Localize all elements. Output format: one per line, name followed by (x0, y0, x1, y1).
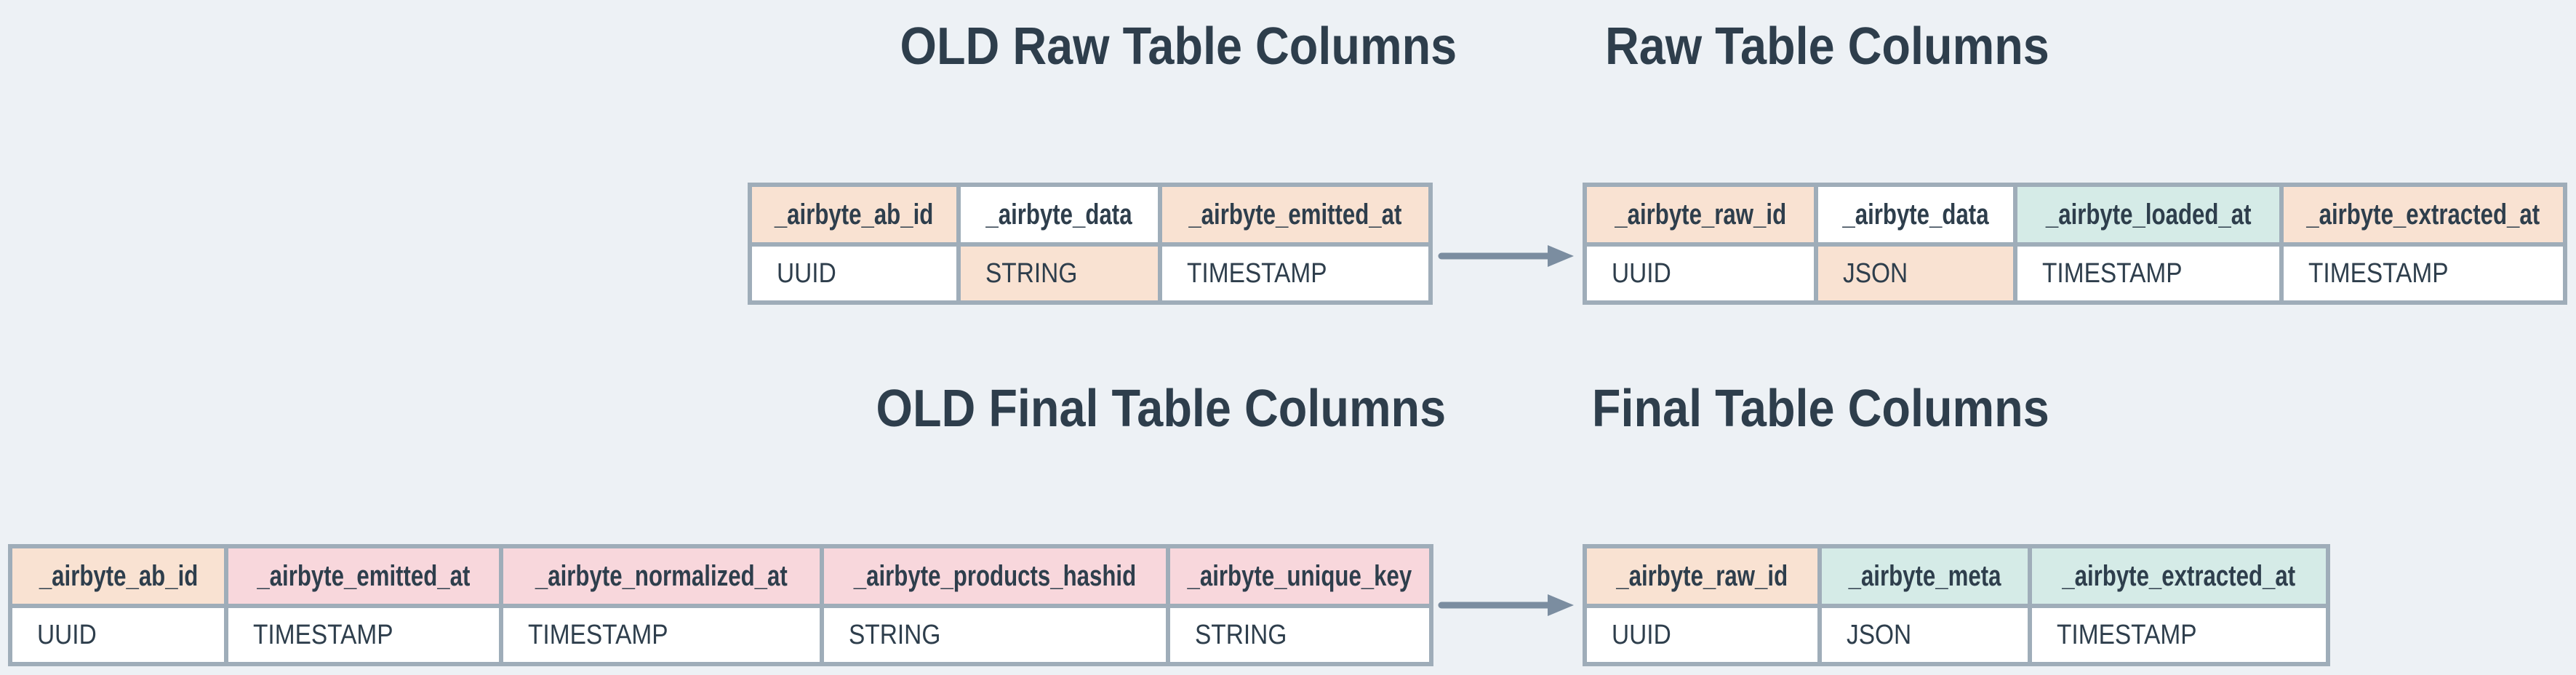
old-final-table-title-text: OLD Final Table Columns (876, 380, 1446, 438)
column-type-cell: TIMESTAMP (2283, 247, 2563, 300)
old-raw-table: _airbyte_ab_id _airbyte_data _airbyte_em… (748, 183, 1433, 305)
column-type: JSON (1847, 619, 1912, 650)
raw-table-title-text: Raw Table Columns (1604, 17, 2049, 76)
column-header-cell: _airbyte_unique_key (1170, 548, 1429, 604)
column-type: TIMESTAMP (527, 619, 668, 650)
column-name: _airbyte_ab_id (774, 198, 934, 231)
column-name: _airbyte_normalized_at (535, 559, 788, 592)
column-name: _airbyte_products_hashid (854, 559, 1137, 592)
column-type: TIMESTAMP (253, 619, 393, 650)
column-header-cell: _airbyte_emitted_at (1162, 187, 1428, 242)
column-type: STRING (985, 257, 1077, 289)
old-final-table: _airbyte_ab_id _airbyte_emitted_at _airb… (8, 544, 1433, 666)
column-type: TIMESTAMP (2056, 619, 2197, 650)
column-name: _airbyte_raw_id (1615, 198, 1787, 231)
column-type-cell: JSON (1818, 247, 2014, 300)
column-header-cell: _airbyte_raw_id (1587, 548, 1818, 604)
column-type-cell: TIMESTAMP (2017, 247, 2279, 300)
column-type-cell: TIMESTAMP (503, 608, 820, 662)
column-header-cell: _airbyte_data (960, 187, 1159, 242)
column-type-cell: TIMESTAMP (2031, 608, 2326, 662)
raw-table: _airbyte_raw_id _airbyte_data _airbyte_l… (1583, 183, 2567, 305)
column-name: _airbyte_extracted_at (2306, 198, 2540, 231)
column-header-cell: _airbyte_raw_id (1587, 187, 1815, 242)
column-name: _airbyte_data (985, 198, 1132, 231)
column-type: STRING (849, 619, 941, 650)
column-type: UUID (1612, 619, 1671, 650)
column-name: _airbyte_emitted_at (1188, 198, 1402, 231)
column-type: UUID (37, 619, 97, 650)
column-type: TIMESTAMP (2308, 257, 2449, 289)
final-table-title: Final Table Columns (1384, 380, 2257, 438)
old-raw-table-title-text: OLD Raw Table Columns (900, 17, 1457, 76)
column-name: _airbyte_data (1842, 198, 1989, 231)
column-header-cell: _airbyte_products_hashid (824, 548, 1167, 604)
column-type-cell: UUID (1587, 608, 1818, 662)
column-name: _airbyte_ab_id (39, 559, 198, 592)
column-header-cell: _airbyte_normalized_at (503, 548, 820, 604)
column-type-cell: STRING (1170, 608, 1429, 662)
column-type-cell: JSON (1822, 608, 2028, 662)
column-name: _airbyte_emitted_at (257, 559, 471, 592)
column-type: STRING (1195, 619, 1287, 650)
column-header-cell: _airbyte_data (1818, 187, 2014, 242)
column-header-cell: _airbyte_extracted_at (2283, 187, 2563, 242)
old-final-table-title: OLD Final Table Columns (724, 380, 1597, 438)
column-type: TIMESTAMP (2042, 257, 2183, 289)
column-type: UUID (777, 257, 836, 289)
final-table-title-text: Final Table Columns (1591, 380, 2049, 438)
arrow-right-icon (1438, 594, 1574, 616)
column-name: _airbyte_raw_id (1616, 559, 1788, 592)
column-header-cell: _airbyte_ab_id (752, 187, 956, 242)
column-name: _airbyte_extracted_at (2062, 559, 2296, 592)
column-header-cell: _airbyte_emitted_at (228, 548, 499, 604)
column-type-cell: STRING (960, 247, 1159, 300)
column-header-cell: _airbyte_meta (1822, 548, 2028, 604)
column-type: TIMESTAMP (1187, 257, 1327, 289)
arrow-right-icon (1438, 245, 1574, 267)
column-header-cell: _airbyte_loaded_at (2017, 187, 2279, 242)
column-name: _airbyte_unique_key (1187, 559, 1412, 592)
column-type-cell: UUID (752, 247, 956, 300)
column-header-cell: _airbyte_ab_id (12, 548, 225, 604)
column-name: _airbyte_loaded_at (2045, 198, 2252, 231)
column-type-cell: UUID (12, 608, 225, 662)
final-table: _airbyte_raw_id _airbyte_meta _airbyte_e… (1583, 544, 2330, 666)
column-type: JSON (1843, 257, 1908, 289)
column-type: UUID (1612, 257, 1671, 289)
raw-table-title: Raw Table Columns (1391, 17, 2263, 76)
old-raw-table-title: OLD Raw Table Columns (742, 17, 1615, 76)
column-header-cell: _airbyte_extracted_at (2031, 548, 2326, 604)
column-type-cell: STRING (824, 608, 1167, 662)
column-name: _airbyte_meta (1848, 559, 2001, 592)
column-type-cell: TIMESTAMP (228, 608, 499, 662)
column-type-cell: TIMESTAMP (1162, 247, 1428, 300)
column-type-cell: UUID (1587, 247, 1815, 300)
